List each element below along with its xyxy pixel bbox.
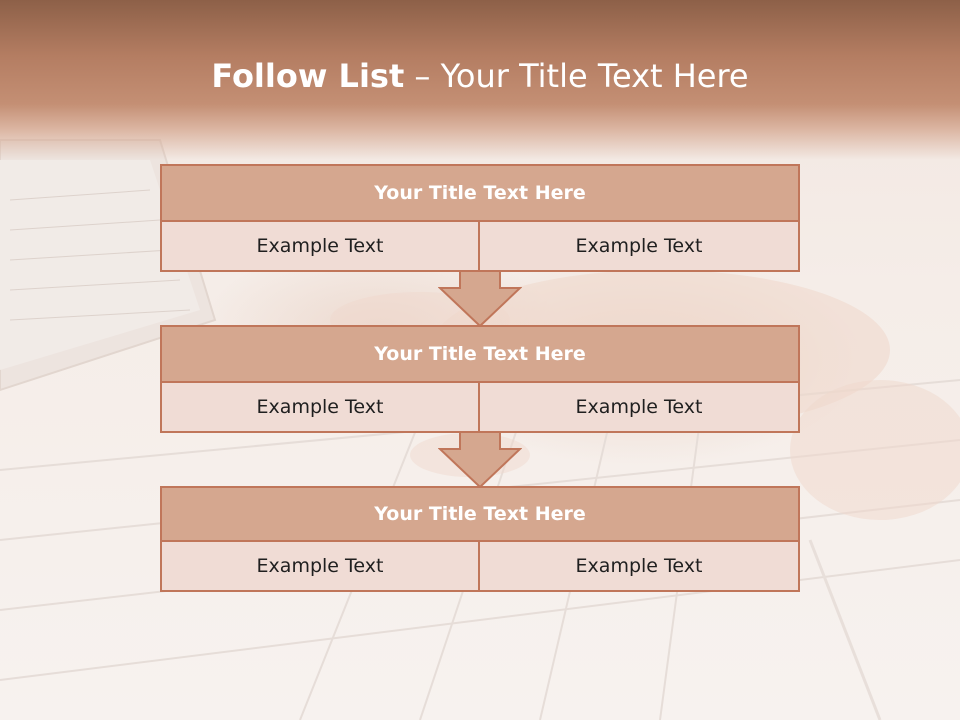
step-1-left-text: Example Text	[160, 222, 480, 272]
title-bold-part: Follow List	[211, 57, 405, 95]
step-3-left-text: Example Text	[160, 542, 480, 592]
step-3: Your Title Text Here Example Text Exampl…	[160, 486, 800, 592]
title-rest-part: – Your Title Text Here	[404, 57, 749, 95]
step-2: Your Title Text Here Example Text Exampl…	[160, 325, 800, 433]
step-3-right-text: Example Text	[480, 542, 800, 592]
down-arrow-icon	[438, 431, 522, 489]
step-2-right-text: Example Text	[480, 383, 800, 433]
step-2-row: Example Text Example Text	[160, 383, 800, 433]
step-3-heading: Your Title Text Here	[160, 486, 800, 542]
step-1-right-text: Example Text	[480, 222, 800, 272]
step-2-left-text: Example Text	[160, 383, 480, 433]
step-1-row: Example Text Example Text	[160, 222, 800, 272]
step-1-heading: Your Title Text Here	[160, 164, 800, 222]
step-1: Your Title Text Here Example Text Exampl…	[160, 164, 800, 272]
step-2-heading: Your Title Text Here	[160, 325, 800, 383]
title-bar	[0, 0, 960, 160]
down-arrow-icon	[438, 270, 522, 328]
step-3-row: Example Text Example Text	[160, 542, 800, 592]
slide-title: Follow List – Your Title Text Here	[0, 54, 960, 98]
